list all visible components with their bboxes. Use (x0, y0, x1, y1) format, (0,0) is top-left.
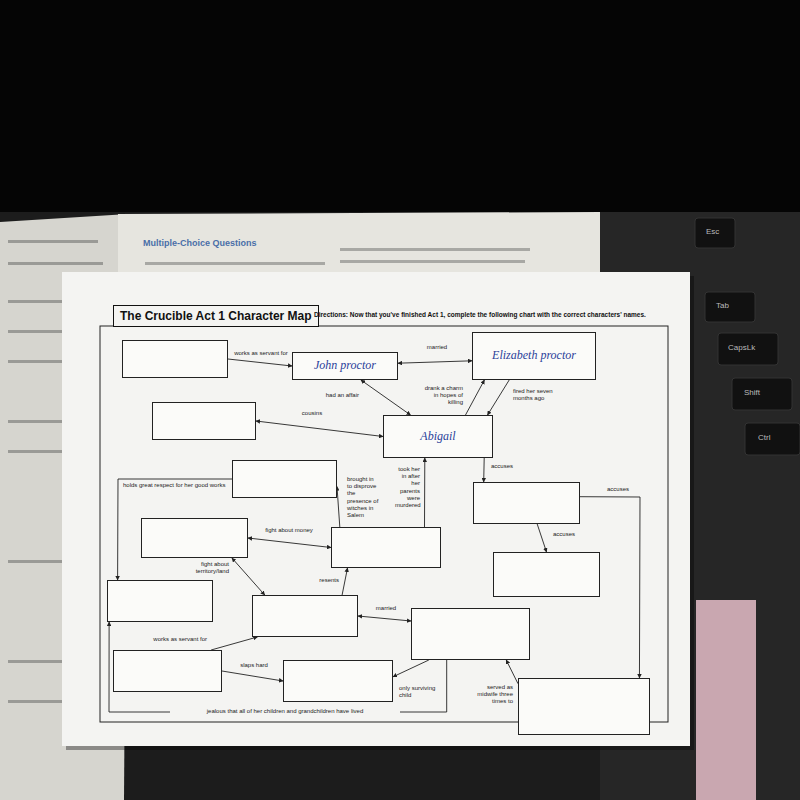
relation-label: brought in to disprove the presence of w… (346, 476, 380, 519)
key (732, 378, 792, 410)
key (695, 218, 735, 248)
relation-label: married (415, 344, 459, 351)
worksheet-frame (100, 326, 668, 722)
text-line (145, 262, 325, 265)
character-box (152, 402, 256, 440)
relation-label: accuses (600, 486, 636, 493)
key (718, 333, 778, 365)
character-box (473, 482, 580, 524)
relation-label: resents (312, 577, 340, 584)
book-heading: Multiple-Choice Questions (143, 238, 257, 248)
key (705, 292, 755, 322)
relation-label: cousins (294, 410, 330, 417)
relation-arrow (393, 660, 429, 677)
worksheet-title: The Crucible Act 1 Character Map (113, 305, 319, 327)
text-line (340, 248, 530, 251)
relation-label: fight about money (258, 527, 320, 534)
relation-arrow (537, 524, 546, 552)
relation-label: took her in after her parents were murde… (394, 466, 421, 509)
snack-wrapper (696, 600, 756, 800)
key-label: Shift (744, 388, 760, 397)
relation-arrow (232, 558, 265, 595)
relation-arrow (222, 671, 283, 681)
text-line (340, 260, 525, 263)
key-label: Esc (706, 227, 719, 236)
character-name: Elizabeth proctor (492, 349, 576, 362)
relation-arrow (488, 380, 510, 415)
character-box (331, 527, 441, 568)
relation-label: holds great respect for her good works (122, 482, 228, 489)
character-box (107, 580, 213, 622)
relation-arrow (228, 359, 292, 366)
directions-text: Directions: Now that you've finished Act… (314, 311, 646, 318)
relation-arrow (342, 568, 347, 595)
worksheet (62, 272, 690, 746)
relation-label: had an affair (316, 392, 360, 399)
character-box (518, 678, 650, 735)
character-box (122, 340, 228, 378)
key (745, 423, 800, 455)
relation-label: accuses (552, 531, 584, 538)
relation-arrow (248, 538, 331, 548)
relation-label: fight about territory/land (184, 561, 230, 575)
relation-label: slaps hard (230, 662, 278, 669)
character-name: John proctor (314, 359, 376, 372)
character-name: Abigail (420, 430, 455, 443)
relation-arrow (256, 421, 383, 437)
key-label: Ctrl (758, 433, 770, 442)
character-box (411, 608, 530, 660)
character-box: Elizabeth proctor (472, 332, 596, 380)
relation-arrow (424, 458, 425, 527)
relation-label: works as servant for (146, 636, 208, 643)
character-box (283, 660, 393, 702)
character-box: John proctor (292, 352, 398, 380)
character-box (113, 650, 222, 692)
character-box (493, 552, 600, 597)
relation-arrow (466, 380, 485, 415)
key-label: CapsLk (728, 343, 755, 352)
relation-arrow (483, 458, 485, 482)
dark-band (0, 0, 800, 212)
character-box (232, 460, 337, 498)
relation-label: accuses (490, 463, 522, 470)
relation-arrow (337, 487, 340, 527)
text-line (8, 240, 98, 243)
character-box: Abigail (383, 415, 493, 458)
character-box (252, 595, 358, 637)
relation-label: married (366, 605, 406, 612)
relation-arrow (211, 637, 257, 650)
relation-arrow (358, 616, 411, 621)
relation-arrow (506, 660, 518, 684)
relation-label: served as midwife three times to (464, 684, 514, 706)
relation-arrow (398, 361, 472, 363)
relation-arrow (361, 380, 411, 415)
textbook-text-lines (145, 248, 530, 265)
relation-label: fired her seven months ago (512, 388, 560, 402)
text-line (8, 262, 103, 265)
keyboard-keys (695, 218, 800, 455)
relation-label: jealous that all of her children and gra… (170, 708, 400, 715)
character-box (141, 518, 248, 558)
relation-label: drank a charm in hopes of killing (420, 385, 464, 407)
relation-label: works as servant for (232, 350, 290, 357)
relation-label: only surviving child (398, 685, 444, 699)
key-label: Tab (716, 301, 729, 310)
